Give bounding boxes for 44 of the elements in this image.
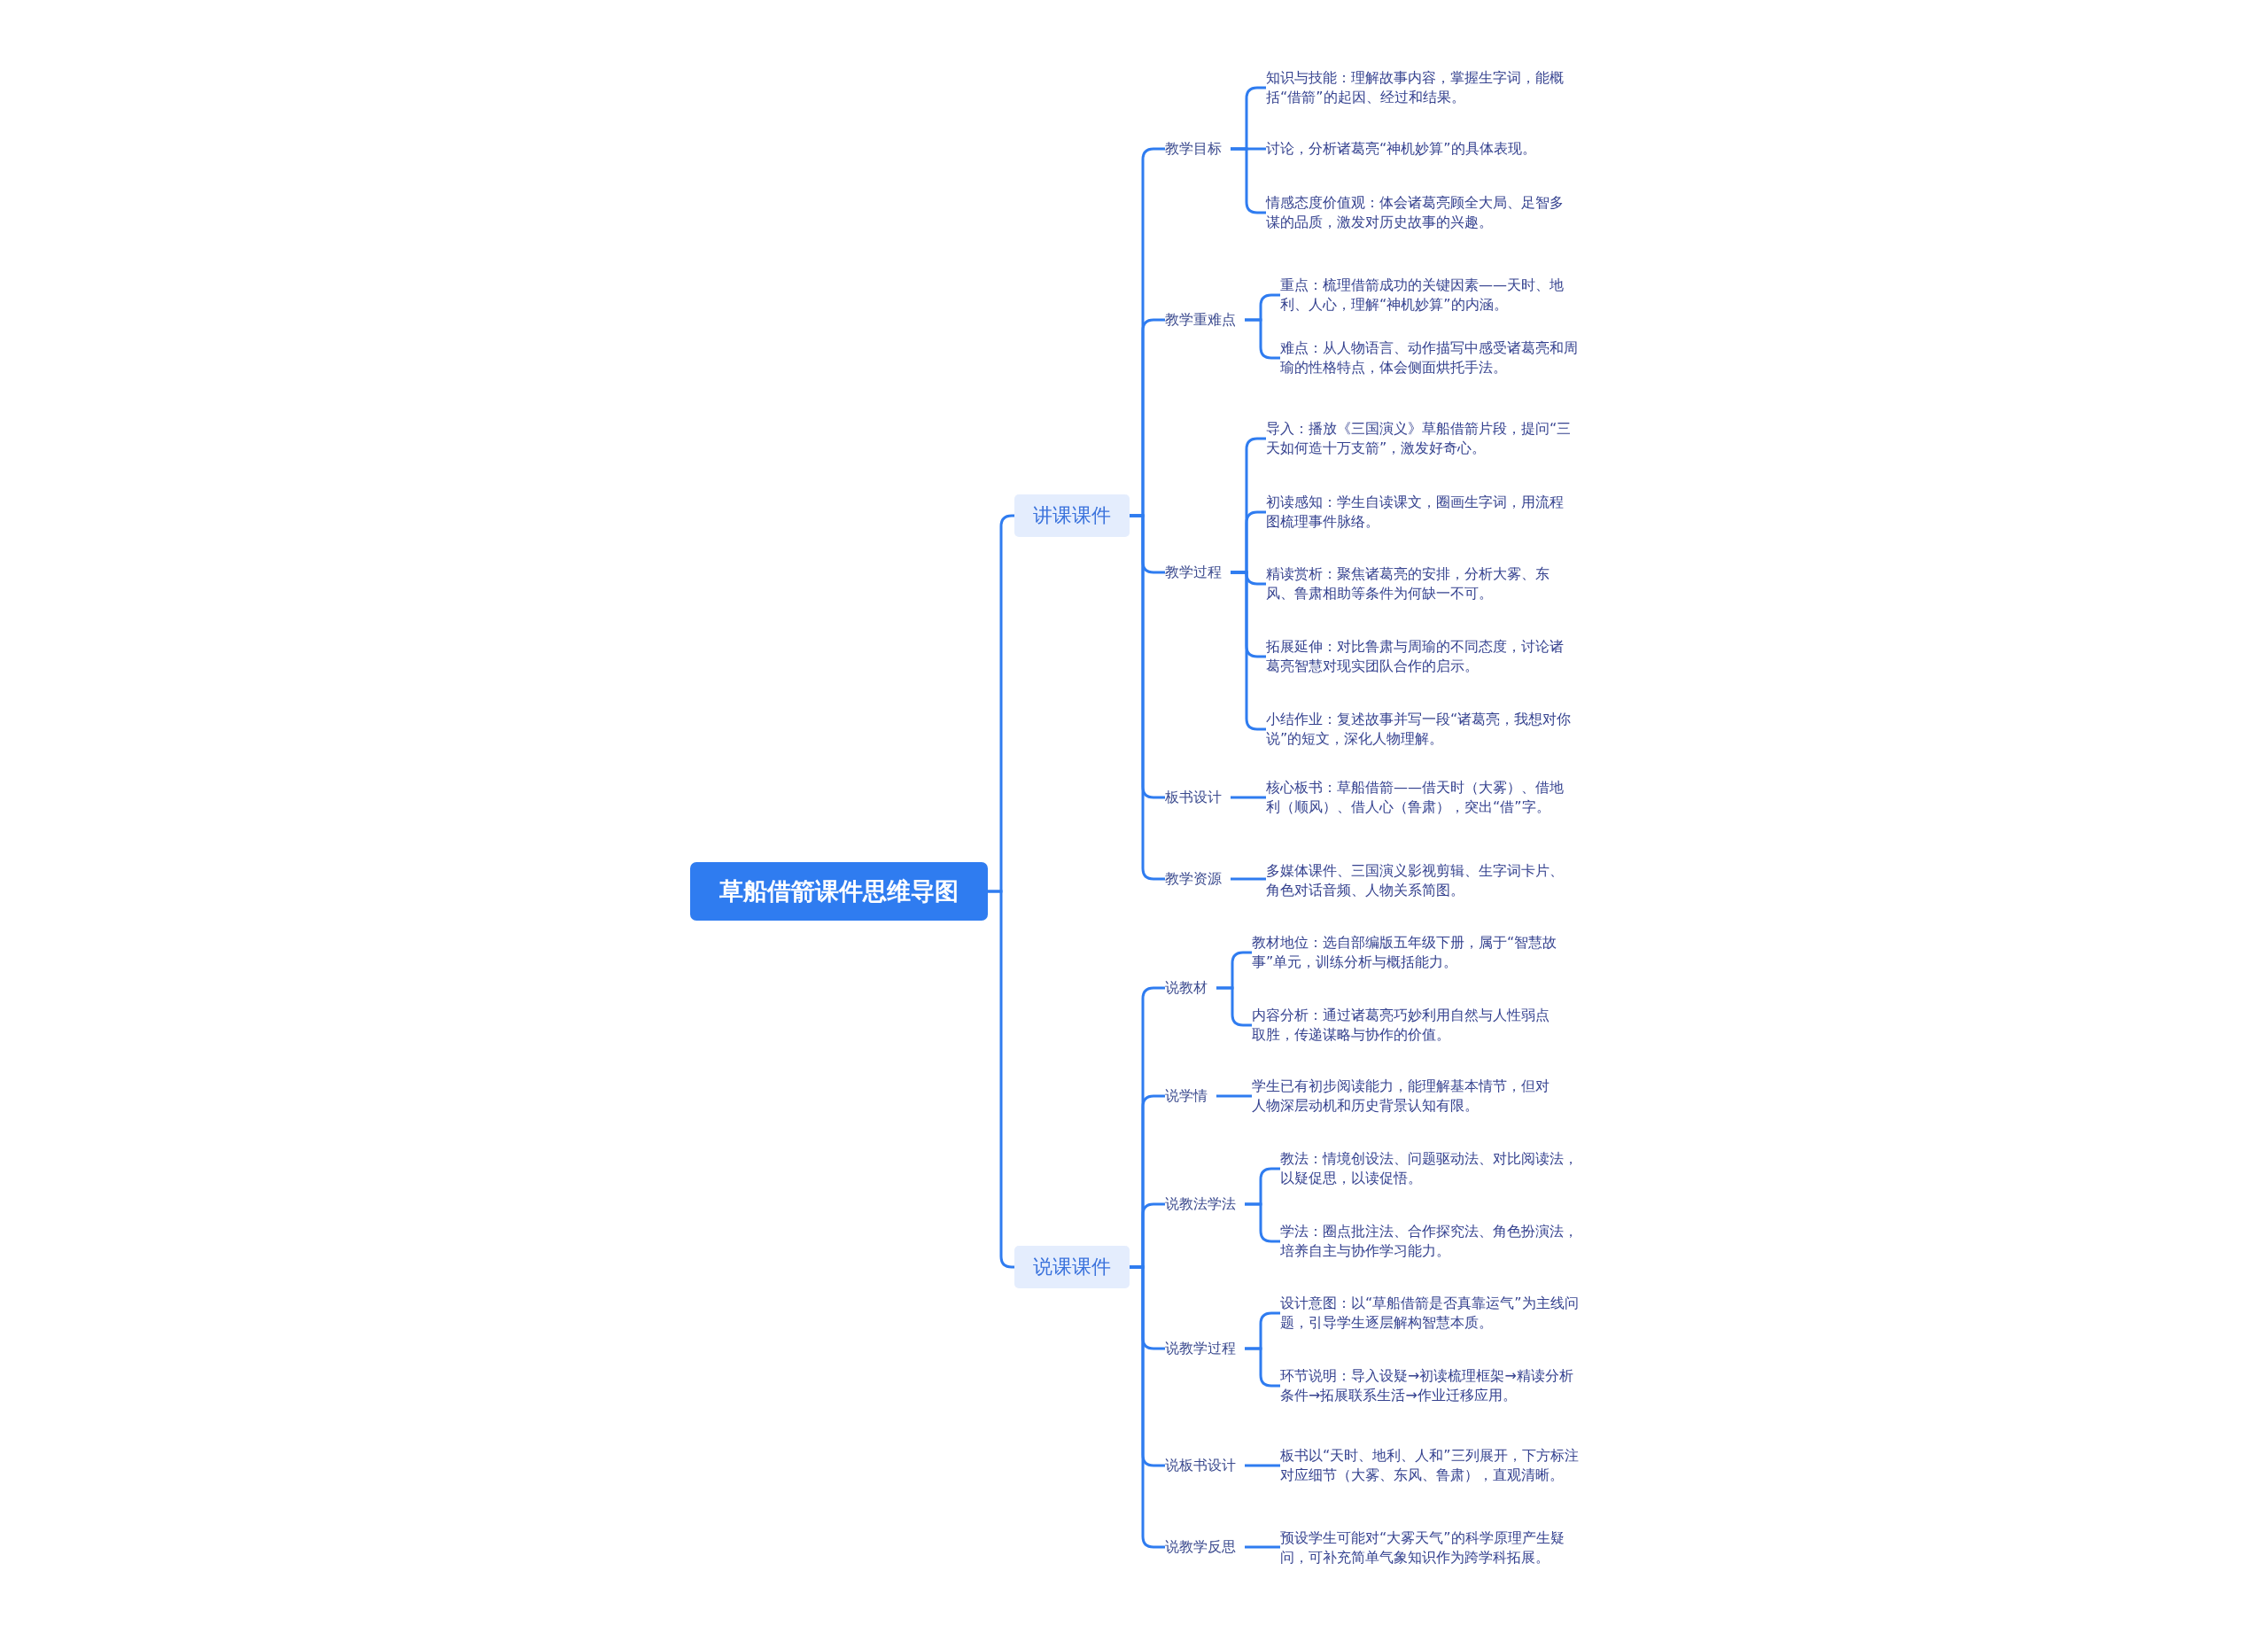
subtopic-label: 说教材 [1165, 978, 1208, 998]
subtopic-label: 教学重难点 [1165, 310, 1236, 330]
connector-line [1216, 1094, 1252, 1098]
connector-line [1245, 1464, 1280, 1467]
connector-line [1245, 1202, 1280, 1243]
connector-line [1245, 318, 1280, 360]
connector-line [1231, 877, 1266, 881]
topic-box: 讲课课件 [1014, 494, 1130, 537]
subtopic-label: 教学资源 [1165, 869, 1222, 889]
subtopic-label: 板书设计 [1165, 788, 1222, 807]
subtopic-label: 说教学过程 [1165, 1339, 1236, 1358]
note-text: 小结作业：复述故事并写一段“诸葛亮，我想对你说”的短文，深化人物理解。 [1266, 710, 1572, 749]
note-text: 精读赏析：聚焦诸葛亮的安排，分析大雾、东风、鲁肃相助等条件为何缺一不可。 [1266, 564, 1572, 603]
subtopic-label: 教学目标 [1165, 139, 1222, 159]
note-text: 初读感知：学生自读课文，圈画生字词，用流程图梳理事件脉络。 [1266, 493, 1572, 532]
subtopic-label: 说教法学法 [1165, 1194, 1236, 1214]
subtopic-label: 教学过程 [1165, 563, 1222, 582]
note-text: 知识与技能：理解故事内容，掌握生字词，能概括“借箭”的起因、经过和结果。 [1266, 68, 1572, 107]
note-text: 环节说明：导入设疑→初读梳理框架→精读分析条件→拓展联系生活→作业迁移应用。 [1280, 1366, 1586, 1405]
connector-line [1245, 1347, 1280, 1388]
note-text: 教材地位：选自部编版五年级下册，属于“智慧故事”单元，训练分析与概括能力。 [1252, 933, 1557, 972]
note-text: 难点：从人物语言、动作描写中感受诸葛亮和周瑜的性格特点，体会侧面烘托手法。 [1280, 338, 1586, 377]
note-text: 拓展延伸：对比鲁肃与周瑜的不同态度，讨论诸葛亮智慧对现实团队合作的启示。 [1266, 637, 1572, 676]
connector-line [1216, 986, 1252, 1027]
subtopic-label: 说学情 [1165, 1086, 1208, 1106]
topic-box: 说课课件 [1014, 1246, 1130, 1288]
note-text: 导入：播放《三国演义》草船借箭片段，提问“三天如何造十万支箭”，激发好奇心。 [1266, 419, 1572, 458]
connector-line [1231, 796, 1266, 799]
subtopic-label: 说板书设计 [1165, 1456, 1236, 1475]
note-text: 板书以“天时、地利、人和”三列展开，下方标注对应细节（大雾、东风、鲁肃），直观清晰。 [1280, 1446, 1586, 1485]
note-text: 学生已有初步阅读能力，能理解基本情节，但对人物深层动机和历史背景认知有限。 [1252, 1077, 1557, 1116]
note-text: 教法：情境创设法、问题驱动法、对比阅读法，以疑促思，以读促悟。 [1280, 1149, 1586, 1188]
note-text: 重点：梳理借箭成功的关键因素——天时、地利、人心，理解“神机妙算”的内涵。 [1280, 276, 1586, 315]
note-text: 预设学生可能对“大雾天气”的科学原理产生疑问，可补充简单气象知识作为跨学科拓展。 [1280, 1528, 1586, 1567]
note-text: 学法：圈点批注法、合作探究法、角色扮演法，培养自主与协作学习能力。 [1280, 1222, 1586, 1261]
note-text: 多媒体课件、三国演义影视剪辑、生字词卡片、角色对话音频、人物关系简图。 [1266, 861, 1572, 900]
subtopic-label: 说教学反思 [1165, 1537, 1236, 1557]
connector-line [1245, 1545, 1280, 1549]
note-text: 设计意图：以“草船借箭是否真靠运气”为主线问题，引导学生逐层解构智慧本质。 [1280, 1294, 1586, 1333]
central-topic-box: 草船借箭课件思维导图 [690, 862, 988, 921]
note-text: 内容分析：通过诸葛亮巧妙利用自然与人性弱点取胜，传递谋略与协作的价值。 [1252, 1006, 1557, 1045]
note-text: 讨论，分析诸葛亮“神机妙算”的具体表现。 [1266, 139, 1572, 159]
note-text: 核心板书：草船借箭——借天时（大雾）、借地利（顺风）、借人心（鲁肃），突出“借”字。 [1266, 778, 1572, 817]
note-text: 情感态度价值观：体会诸葛亮顾全大局、足智多谋的品质，激发对历史故事的兴趣。 [1266, 193, 1572, 232]
